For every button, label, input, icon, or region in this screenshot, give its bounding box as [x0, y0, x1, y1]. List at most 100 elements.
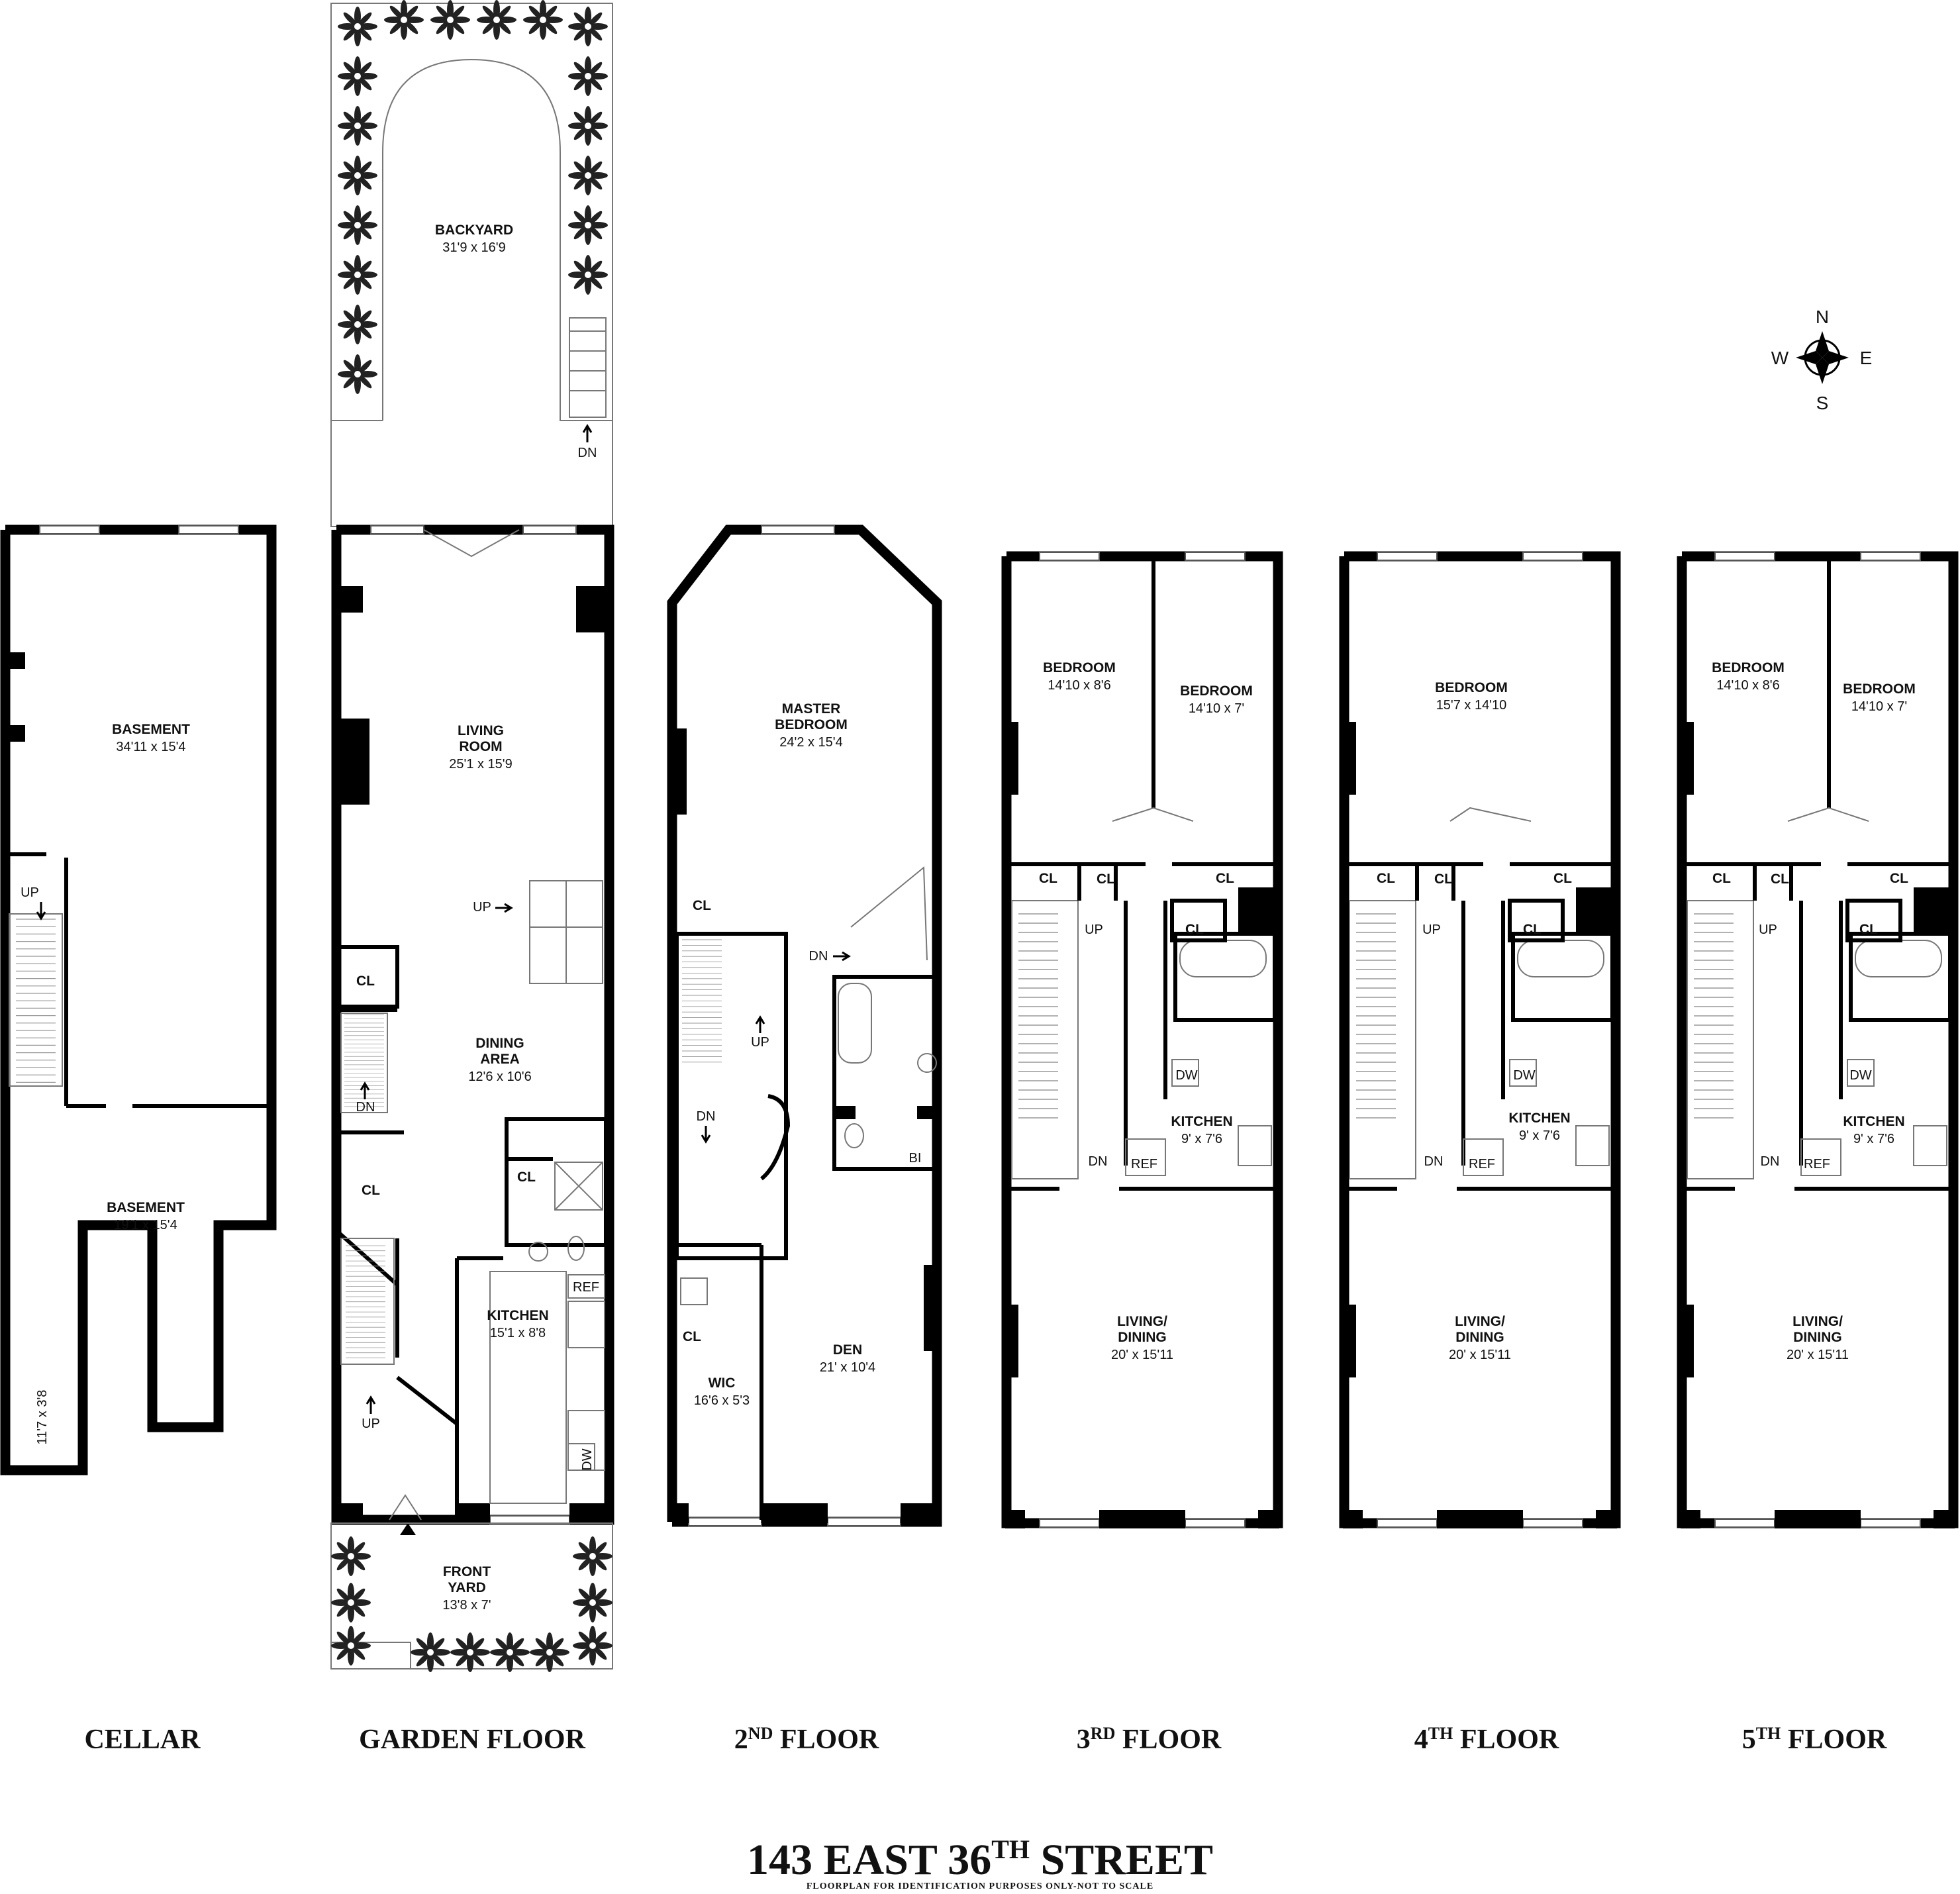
fifth-living-size: 20' x 15'11 [1787, 1348, 1849, 1362]
den-size: 21' x 10'4 [820, 1360, 875, 1375]
cellar-basement2-name: BASEMENT [107, 1200, 185, 1215]
third-kitchen-name: KITCHEN [1171, 1114, 1232, 1129]
garden-dining-name2: AREA [480, 1052, 520, 1067]
fourth-labels: BEDROOM 15'7 x 14'10 CL CL CL CL UP DN D… [1377, 680, 1572, 1362]
wic-name: WIC [709, 1375, 736, 1391]
second-dn1-label: DN [809, 949, 828, 964]
third-bed2-size: 14'10 x 7' [1189, 701, 1244, 716]
cellar-plan: BASEMENT 34'11 x 15'4 BASEMENT 19'1 x 15… [0, 524, 277, 1475]
third-cl2-label: CL [1097, 872, 1115, 887]
fifth-kitchen-size: 9' x 7'6 [1853, 1132, 1894, 1146]
garden-cl3-label: CL [517, 1170, 536, 1185]
garden-dining-name1: DINING [475, 1036, 524, 1051]
third-floor-plan [1005, 552, 1279, 1528]
third-kitchen-size: 9' x 7'6 [1181, 1132, 1222, 1146]
fifth-cl4-label: CL [1859, 922, 1878, 937]
garden-dw-label: DW [580, 1448, 595, 1470]
third-cl1-label: CL [1039, 871, 1057, 886]
dn-arrow-icon [833, 951, 851, 962]
fifth-labels: BEDROOM 14'10 x 8'6 BEDROOM 14'10 x 7' C… [1712, 660, 1916, 1362]
garden-floor-plan: BACKYARD 31'9 x 16'9 DN [330, 0, 614, 1673]
third-labels: BEDROOM 14'10 x 8'6 BEDROOM 14'10 x 7' C… [1039, 660, 1253, 1362]
caption-cellar: CELLAR [84, 1724, 201, 1755]
backyard-size: 31'9 x 16'9 [442, 240, 506, 255]
caption-fifth: 5TH FLOOR [1742, 1724, 1887, 1755]
page-title: 143 EAST 36TH STREET [747, 1834, 1213, 1884]
fourth-cl1-label: CL [1377, 871, 1395, 886]
third-bed1-size: 14'10 x 8'6 [1048, 678, 1111, 693]
wic-size: 16'6 x 5'3 [694, 1393, 750, 1408]
compass-west: W [1771, 348, 1789, 368]
garden-ref-label: REF [573, 1280, 599, 1295]
fourth-bed-size: 15'7 x 14'10 [1436, 698, 1507, 713]
second-cl1-label: CL [693, 898, 711, 913]
third-bed2-name: BEDROOM [1180, 683, 1253, 699]
third-living-name2: DINING [1118, 1330, 1167, 1345]
fourth-kitchen-size: 9' x 7'6 [1519, 1128, 1560, 1143]
fourth-floor-plan [1343, 552, 1617, 1528]
caption-second: 2ND FLOOR [734, 1724, 879, 1755]
garden-cl1-label: CL [356, 973, 375, 989]
fifth-kitchen-name: KITCHEN [1843, 1114, 1904, 1129]
third-dn-label: DN [1089, 1154, 1108, 1169]
garden-up2-label: UP [362, 1417, 380, 1431]
page-subtitle: FLOORPLAN FOR IDENTIFICATION PURPOSES ON… [807, 1881, 1153, 1891]
garden-labels: LIVING ROOM 25'1 x 15'9 UP CL DINING ARE… [356, 723, 599, 1471]
fifth-dw-label: DW [1849, 1068, 1871, 1083]
fourth-dn-label: DN [1424, 1154, 1444, 1169]
garden-living-size: 25'1 x 15'9 [449, 757, 513, 772]
cellar-vault-size: 11'7 x 3'8 [35, 1390, 50, 1445]
dn-arrow-icon [701, 1126, 711, 1144]
fifth-ref-label: REF [1804, 1157, 1830, 1171]
backyard-dn-label: DN [578, 446, 597, 460]
fifth-living-name1: LIVING/ [1792, 1314, 1843, 1329]
fifth-cl3-label: CL [1890, 871, 1908, 886]
third-up-label: UP [1085, 922, 1103, 937]
fifth-floor-plan [1681, 552, 1955, 1528]
third-cl3-label: CL [1216, 871, 1234, 886]
third-living-size: 20' x 15'11 [1111, 1348, 1173, 1362]
second-bi-label: BI [909, 1151, 922, 1166]
backyard-name: BACKYARD [435, 223, 513, 238]
fifth-bed2-size: 14'10 x 7' [1851, 699, 1907, 714]
master-name1: MASTER [782, 701, 841, 717]
fifth-living-name2: DINING [1793, 1330, 1842, 1345]
front-yard-size: 13'8 x 7' [442, 1598, 491, 1613]
master-size: 24'2 x 15'4 [779, 735, 843, 750]
front-yard-name2: YARD [448, 1580, 486, 1595]
front-yard-name1: FRONT [443, 1564, 491, 1579]
fourth-kitchen-name: KITCHEN [1508, 1111, 1570, 1126]
third-ref-label: REF [1131, 1157, 1157, 1171]
up-arrow-icon [36, 902, 46, 921]
garden-living-name1: LIVING [458, 723, 504, 738]
garden-kitchen-name: KITCHEN [487, 1308, 548, 1323]
third-living-name1: LIVING/ [1117, 1314, 1167, 1329]
fourth-cl3-label: CL [1553, 871, 1572, 886]
cellar-basement-name: BASEMENT [112, 722, 190, 737]
fifth-cl2-label: CL [1771, 872, 1789, 887]
fourth-living-name1: LIVING/ [1455, 1314, 1505, 1329]
caption-fourth: 4TH FLOOR [1414, 1724, 1559, 1755]
garden-up-label: UP [473, 900, 491, 915]
den-name: DEN [833, 1342, 862, 1358]
fourth-living-name2: DINING [1455, 1330, 1504, 1345]
third-cl4-label: CL [1185, 922, 1204, 937]
caption-garden: GARDEN FLOOR [359, 1724, 586, 1755]
garden-living-name2: ROOM [459, 739, 502, 754]
cellar-basement2-size: 19'1 x 15'4 [114, 1218, 177, 1232]
fifth-dn-label: DN [1761, 1154, 1780, 1169]
up-arrow-icon [755, 1015, 765, 1033]
caption-third: 3RD FLOOR [1077, 1724, 1222, 1755]
fourth-living-size: 20' x 15'11 [1449, 1348, 1511, 1362]
compass-east: E [1860, 348, 1873, 368]
fourth-up-label: UP [1422, 922, 1441, 937]
entrance-marker-icon [400, 1523, 416, 1535]
third-bed1-name: BEDROOM [1043, 660, 1116, 675]
up-arrow-icon [366, 1395, 376, 1414]
fourth-bed-name: BEDROOM [1435, 680, 1508, 695]
second-cl2-label: CL [683, 1329, 701, 1344]
compass-north: N [1816, 307, 1829, 327]
dn-arrow-icon [360, 1081, 370, 1099]
compass-south: S [1816, 393, 1829, 413]
